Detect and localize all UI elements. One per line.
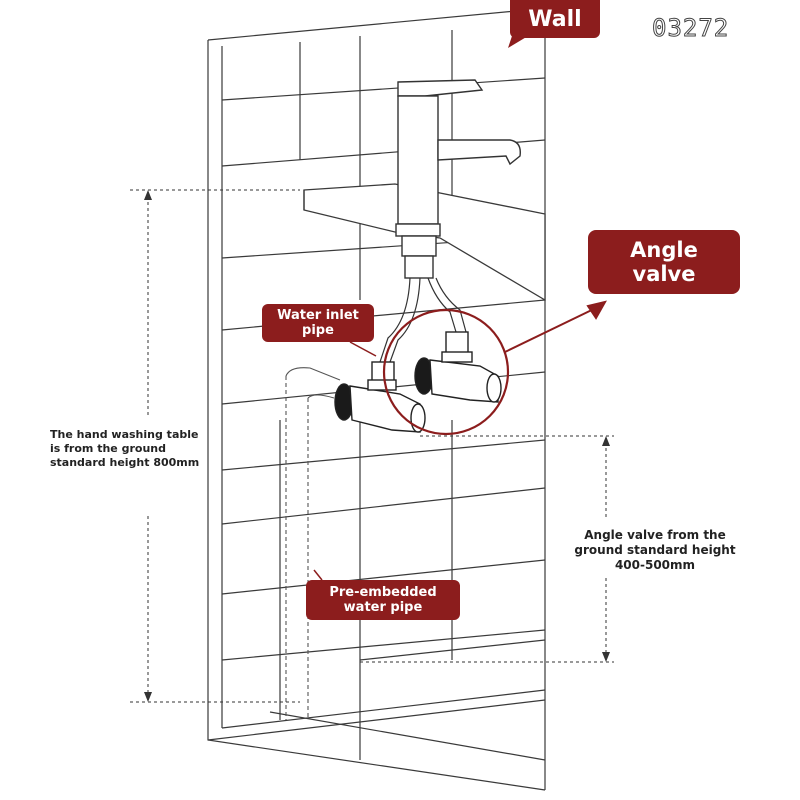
valve-height-note: Angle valve from the ground standard hei… <box>560 528 750 573</box>
embedded-pipe-label-line2: water pipe <box>343 600 423 615</box>
angle-valve-left <box>334 361 426 433</box>
table-height-note: The hand washing table is from the groun… <box>50 428 220 470</box>
callout-leaders <box>313 341 377 581</box>
angle-valve-highlight-circle <box>382 308 510 436</box>
faucet <box>395 79 521 279</box>
embedded-pipe-label-line1: Pre-embedded <box>329 585 437 600</box>
embedded-pipe-callout: Pre-embedded water pipe <box>306 580 460 620</box>
valve-height-note-line3: 400-500mm <box>614 558 696 572</box>
angle-valve-callout: Angle valve <box>588 230 740 294</box>
angle-valve-arrow <box>504 300 607 353</box>
inlet-pipe-label-line2: pipe <box>302 323 334 338</box>
angle-valve-label-line2: valve <box>632 262 696 286</box>
inlet-pipe-label-line1: Water inlet <box>277 308 359 323</box>
inlet-pipe-callout: Water inlet pipe <box>262 304 374 342</box>
valve-height-note-line2: ground standard height <box>574 543 736 557</box>
watermark-code: 03272 <box>651 14 730 43</box>
dimension-arrowheads <box>144 190 610 702</box>
angle-valve-right <box>414 331 502 403</box>
table-height-note-line1: The hand washing table <box>50 428 199 441</box>
table-height-note-line2: is from the ground <box>50 442 166 455</box>
embedded-pipe <box>285 367 341 720</box>
wall-label: Wall <box>528 6 582 32</box>
angle-valve-label-line1: Angle <box>630 238 698 262</box>
valve-height-note-line1: Angle valve from the <box>584 528 726 542</box>
wall-callout-tail <box>508 36 528 48</box>
table-height-note-line3: standard height 800mm <box>50 456 200 469</box>
wall-callout: Wall <box>510 0 600 38</box>
dimension-lines <box>130 189 614 703</box>
